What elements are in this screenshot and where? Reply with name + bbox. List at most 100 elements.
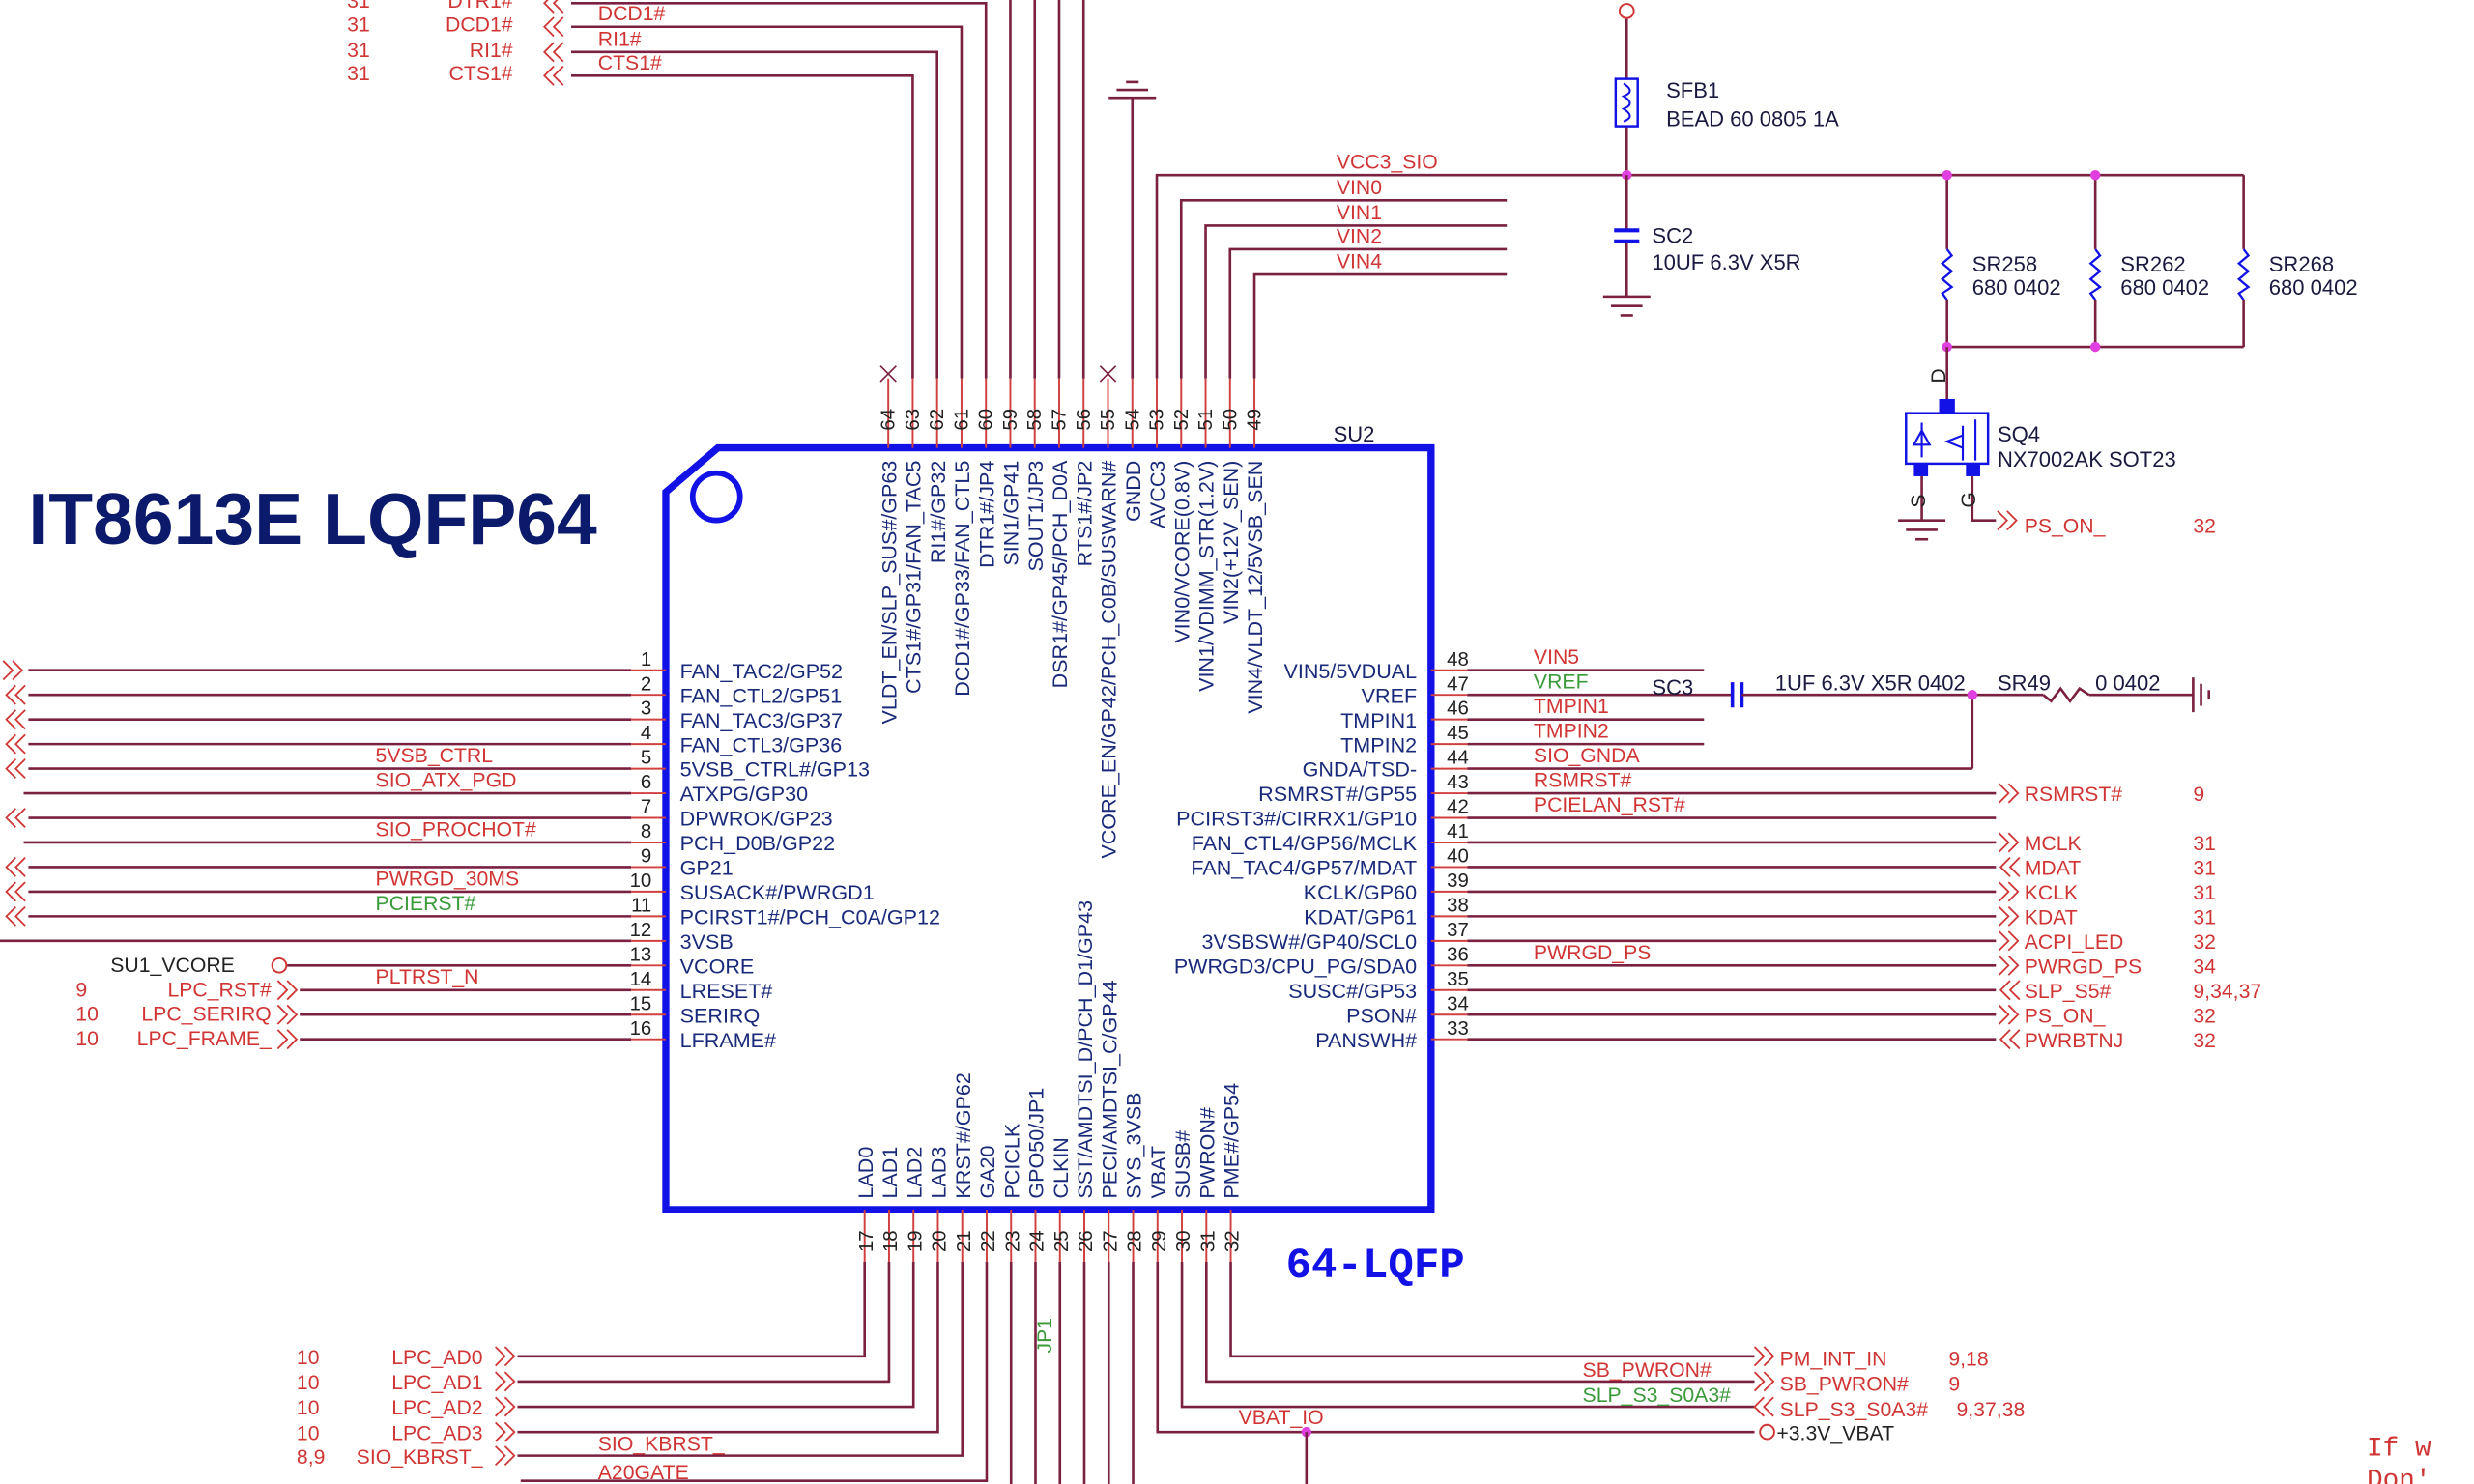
resistor-icon (1941, 248, 1954, 300)
pin-number: 56 (1074, 409, 1095, 431)
chevron-icon (286, 1029, 299, 1050)
pin-number: 39 (1447, 870, 1469, 892)
pin-name: SUSC#/GP53 (1288, 980, 1417, 1003)
port-label: MCLK (2025, 833, 2082, 855)
no-connect-icon (1099, 365, 1117, 383)
port-label: +3.3V_VBAT (1776, 1422, 1894, 1444)
pin-number: 42 (1447, 797, 1469, 818)
pin-name: LFRAME# (680, 1029, 776, 1052)
pin-name: GP21 (680, 857, 734, 880)
net-label: RSMRST# (1534, 770, 1632, 792)
offpage-connector-icon (1999, 1029, 2021, 1050)
chevron-icon (1998, 1004, 2010, 1025)
component-value: 1UF 6.3V X5R 0402 (1775, 671, 1966, 695)
port-label: LPC_AD3 (391, 1422, 482, 1444)
wire (1229, 1261, 1755, 1358)
pin-name: DTR1#/JP4 (975, 461, 998, 568)
offpage-connector-icon (1999, 857, 2021, 877)
pin-number: 7 (641, 797, 651, 818)
chevron-icon (5, 709, 16, 730)
chevron-icon (286, 980, 299, 1001)
ic-outline (662, 443, 1435, 1213)
port-ref: 9,34,37 (2193, 981, 2261, 1003)
port-ref: 31 (2193, 907, 2216, 929)
net-label: A20GATE (598, 1462, 689, 1484)
chevron-icon (1999, 1029, 2011, 1050)
chevron-icon (1753, 1346, 1766, 1367)
pin-number: 21 (954, 1230, 975, 1252)
chevron-icon (1753, 1396, 1765, 1417)
pin-name: PME#/GP54 (1221, 1083, 1244, 1199)
mosfet-pin-d: D (1928, 368, 1950, 383)
chevron-icon (5, 857, 16, 877)
pin-number: 9 (641, 846, 651, 868)
chevron-icon (1998, 881, 2010, 902)
offpage-connector-icon (5, 684, 26, 705)
net-label: TMPIN1 (1534, 696, 1609, 718)
wire (1155, 173, 2244, 379)
component-ref: SC2 (1652, 223, 1693, 247)
port-label: KCLK (2025, 882, 2078, 904)
port-ref: 10 (297, 1372, 320, 1394)
port-ref: 9 (75, 979, 87, 1001)
chevron-icon (1998, 832, 2010, 853)
pin-name: TMPIN2 (1340, 733, 1417, 756)
chevron-icon (14, 758, 26, 780)
pin-name: VLDT_EN/SLP_SUS#/GP63 (877, 461, 901, 725)
port-ref: 9 (2193, 784, 2204, 806)
port-label: DTR1# (447, 0, 512, 13)
chevron-icon (2007, 930, 2020, 952)
port-ref: 10 (297, 1347, 320, 1369)
port-label: PS_ON_ (2025, 516, 2107, 538)
pin-number: 1 (641, 649, 651, 671)
pin-number: 48 (1447, 649, 1469, 671)
pin-number: 26 (1076, 1230, 1097, 1252)
pin-name: RSMRST#/GP55 (1258, 783, 1417, 806)
pin-name: SIN1/GP41 (1000, 461, 1023, 566)
pin-name: KCLK/GP60 (1304, 881, 1417, 904)
pin-name: SUSACK#/PWRGD1 (680, 881, 875, 904)
pin-name: KDAT/GP61 (1304, 906, 1417, 929)
resistor-icon (2042, 686, 2090, 703)
component-ref: SQ4 (1998, 422, 2040, 446)
pin-number: 51 (1195, 409, 1217, 431)
net-label: SIO_GNDA (1534, 745, 1641, 767)
port-ref: 34 (2193, 956, 2216, 978)
pin-number: 10 (630, 870, 652, 892)
pin-number: 38 (1447, 895, 1469, 916)
ic-body[interactable] (662, 443, 1435, 1213)
pin-name: SST/AMDTSI_D/PCH_D1/GP43 (1074, 900, 1097, 1199)
pin-number: 29 (1149, 1230, 1170, 1252)
pin-number: 57 (1050, 409, 1071, 431)
net-label: VIN2 (1337, 225, 1382, 247)
pin-name: AVCC3 (1146, 461, 1169, 528)
port-ref: 31 (347, 14, 370, 37)
pin-number: 22 (978, 1230, 999, 1252)
ic-pins: 1FAN_TAC2/GP522FAN_CTL2/GP513FAN_TAC3/GP… (630, 378, 1469, 1262)
pin-number: 49 (1245, 409, 1266, 431)
net-label: VIN5 (1534, 646, 1579, 669)
offpage-connector-icon (5, 905, 26, 927)
pin1-marker (689, 470, 743, 524)
chevron-icon (2007, 832, 2020, 853)
pin-name: VCORE_EN/GP42/PCH_C0B/SUSWARN# (1098, 461, 1121, 859)
chevron-icon (5, 684, 16, 705)
port-ref: 10 (297, 1422, 320, 1444)
inductor-coil-icon (1621, 82, 1631, 123)
pin-name: PSON# (1346, 1004, 1417, 1027)
component-ref: SC3 (1652, 675, 1693, 699)
chevron-icon (1999, 980, 2011, 1001)
port-ref: 9,18 (1948, 1349, 1988, 1371)
wire (1179, 198, 1508, 379)
mosfet-pin-g: G (1958, 492, 1980, 508)
port-label: MDAT (2025, 858, 2082, 880)
chevron-icon (503, 1396, 516, 1417)
offpage-connector-icon (5, 881, 26, 902)
pin-number: 30 (1173, 1230, 1194, 1252)
pin-number: 52 (1171, 409, 1193, 431)
chevron-icon (5, 808, 16, 828)
chevron-icon (1998, 783, 2010, 804)
pin-number: 25 (1051, 1230, 1073, 1252)
port-label: ACPI_LED (2025, 931, 2124, 954)
